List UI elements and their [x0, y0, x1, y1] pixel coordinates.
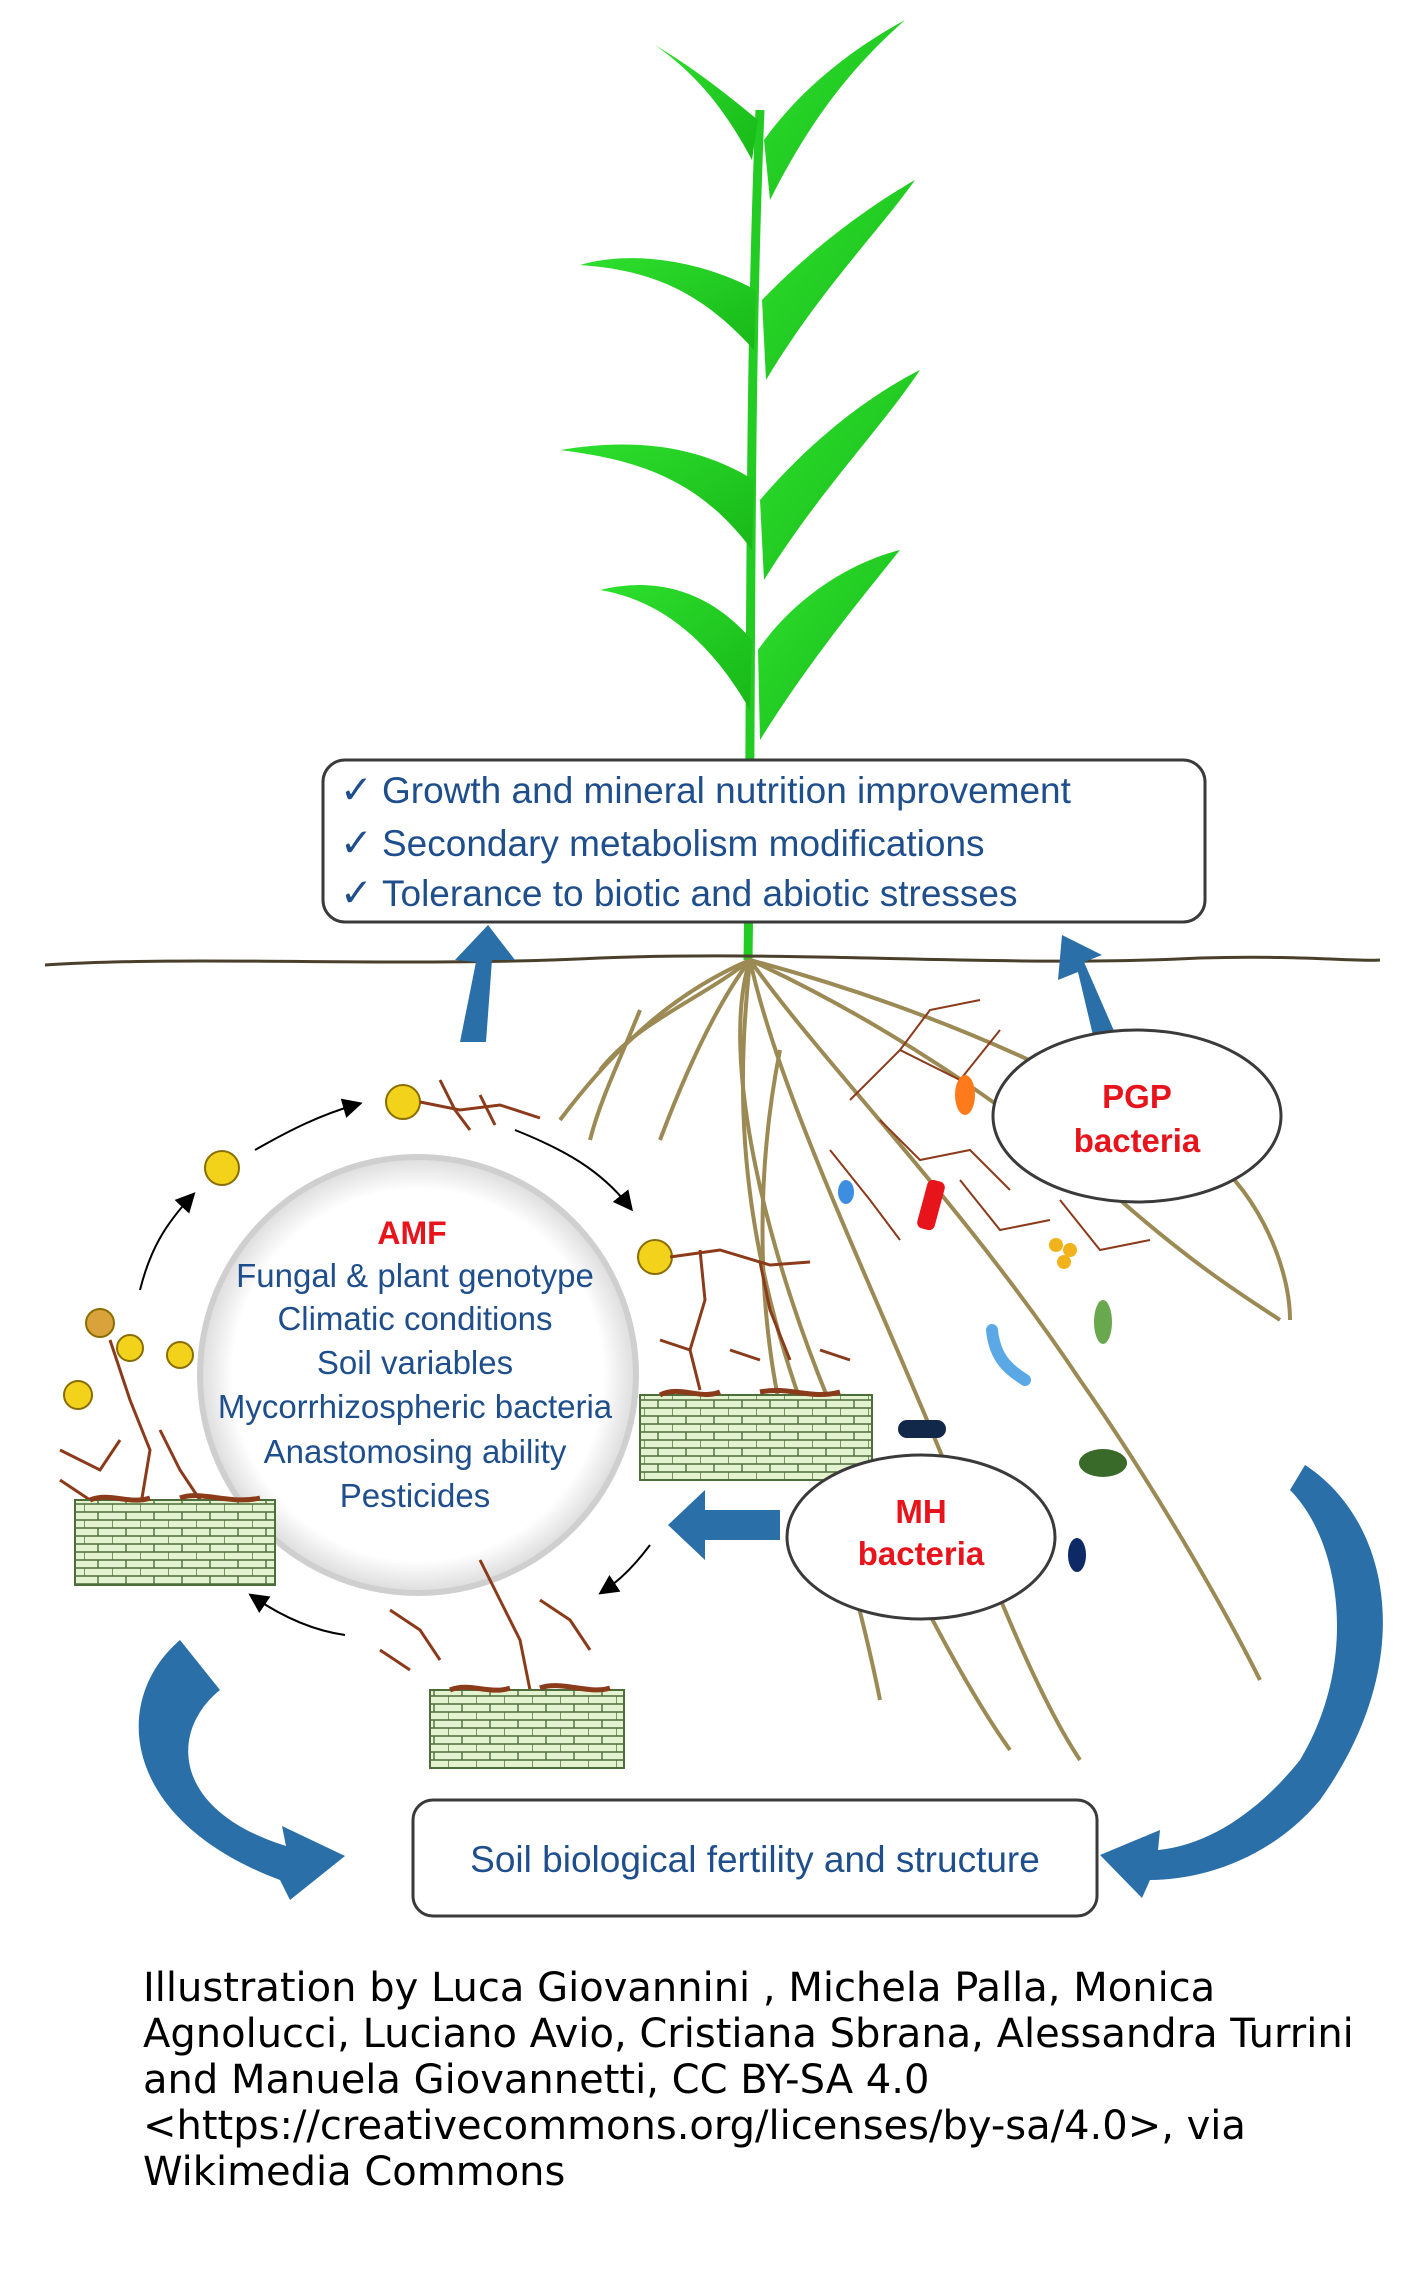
bacterium [898, 1420, 946, 1438]
spore [204, 1150, 240, 1186]
amf-soil-diagram: ✓ Growth and mineral nutrition improveme… [44, 20, 1383, 1918]
amf-factor: Fungal & plant genotype [236, 1257, 594, 1294]
svg-text:✓: ✓ [340, 822, 373, 865]
pgp-label-2: bacteria [1074, 1122, 1201, 1159]
blue-arrows [138, 925, 1383, 1900]
check-icon: ✓ [340, 872, 373, 915]
check-icon: ✓ [340, 769, 373, 812]
spore [63, 1380, 93, 1410]
plant-leaf [760, 370, 920, 580]
plant-leaf [764, 20, 905, 200]
amf-factor-circle [197, 1154, 639, 1596]
root-cell-blocks [74, 1387, 873, 1769]
credit-line: <https://creativecommons.org/licenses/by… [143, 2103, 1246, 2149]
spore [116, 1334, 144, 1362]
plant-leaf [560, 444, 754, 550]
check-icon: ✓ [340, 822, 373, 865]
bacterium [1079, 1449, 1127, 1477]
svg-text:✓: ✓ [340, 769, 373, 812]
arrow-up-amf [455, 925, 515, 1042]
amf-factor: Anastomosing ability [264, 1433, 567, 1470]
spore [637, 1239, 673, 1275]
arrow-curved-left [138, 1640, 345, 1900]
root-bacteria [838, 1075, 1127, 1572]
mh-label: MH [895, 1493, 946, 1530]
credit-line: Illustration by Luca Giovannini , Michel… [143, 1965, 1216, 2011]
pgp-label: PGP [1102, 1078, 1172, 1115]
root-cells [429, 1689, 625, 1769]
amf-cycle: AMF Fungal & plant genotype Climatic con… [59, 1079, 873, 1769]
root-cells [639, 1394, 873, 1481]
bacterium [917, 1179, 945, 1231]
svg-text:✓: ✓ [340, 872, 373, 915]
benefit-item: Tolerance to biotic and abiotic stresses [382, 873, 1018, 914]
benefits-box: ✓ Growth and mineral nutrition improveme… [321, 758, 1207, 924]
plant-leaf [655, 45, 758, 160]
bacterium [1063, 1243, 1077, 1257]
plant-leaf [600, 585, 752, 710]
cycle-arrows [139, 1098, 651, 1636]
pgp-bacteria-node: PGP bacteria [991, 1028, 1283, 1204]
amf-factor: Climatic conditions [277, 1300, 552, 1337]
bacterium [838, 1180, 854, 1204]
amf-factor: Mycorrhizospheric bacteria [218, 1388, 613, 1425]
credit-line: Wikimedia Commons [143, 2149, 566, 2195]
soil-fertility-box: Soil biological fertility and structure [411, 1798, 1099, 1918]
spore [85, 1308, 115, 1338]
cycle-hyphae [59, 1079, 851, 1691]
benefit-item: Secondary metabolism modifications [382, 823, 985, 864]
plant-leaf [580, 258, 756, 350]
amf-factor: Pesticides [340, 1477, 490, 1514]
root-cells [74, 1499, 276, 1586]
amf-factor: Soil variables [317, 1344, 513, 1381]
plant-leaf [762, 180, 915, 380]
bacterium [1057, 1255, 1071, 1269]
amf-title: AMF [377, 1215, 446, 1251]
mh-label-2: bacteria [858, 1535, 985, 1572]
bacterium [986, 1324, 1031, 1386]
plant-leaf [758, 550, 900, 740]
bacterium [955, 1075, 975, 1115]
spore [166, 1341, 194, 1369]
arrow-left-mh [668, 1490, 780, 1560]
bacterium [1049, 1238, 1063, 1252]
credit-line: and Manuela Giovannetti, CC BY-SA 4.0 [143, 2057, 930, 2103]
arrow-curved-right [1100, 1465, 1383, 1898]
attribution-credit: Illustration by Luca Giovannini , Michel… [143, 1965, 1403, 2195]
arrow-up-pgp [1058, 935, 1118, 1048]
plant-illustration [560, 20, 920, 961]
bacterium [1068, 1538, 1086, 1572]
spore [385, 1084, 421, 1120]
benefit-item: Growth and mineral nutrition improvement [382, 770, 1072, 811]
soil-surface-line [44, 954, 1381, 967]
bacterium [1094, 1300, 1112, 1344]
mh-bacteria-node: MH bacteria [785, 1453, 1057, 1621]
credit-line: Agnolucci, Luciano Avio, Cristiana Sbran… [143, 2011, 1354, 2057]
soil-fertility-label: Soil biological fertility and structure [470, 1839, 1040, 1880]
